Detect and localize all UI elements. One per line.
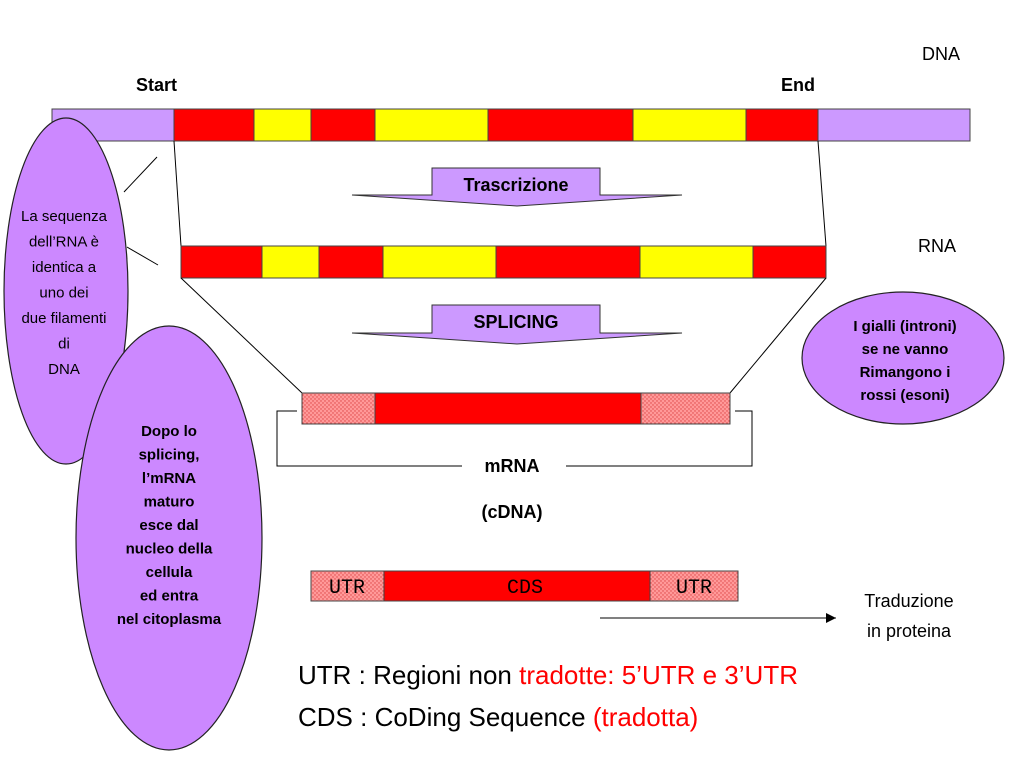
rna-intron-3 (639, 245, 754, 279)
dna-flank-right (817, 108, 971, 142)
export-line-0: Dopo lo (141, 423, 197, 440)
export-line-8: nel citoplasma (117, 611, 222, 628)
mrna-label: mRNA (484, 456, 539, 476)
dna-bar (51, 108, 971, 142)
export-line-4: esce dal (139, 517, 198, 534)
introns_exons-line-1: se ne vanno (862, 341, 949, 358)
start-label: Start (136, 75, 177, 95)
transcription-label: Trascrizione (463, 175, 568, 195)
introns_exons-line-3: rossi (esoni) (860, 387, 949, 404)
dna-intron-3 (632, 108, 747, 142)
mrna-utr-left (301, 392, 376, 425)
rna_identity-line-4: due filamenti (21, 310, 106, 327)
dna-intron-1 (253, 108, 312, 142)
dna-label: DNA (922, 44, 960, 64)
connector-dna-rna-right (817, 140, 827, 247)
rna-intron-1 (261, 245, 320, 279)
legend-cds-highlight: (tradotta) (592, 702, 699, 732)
splicing-arrow: SPLICING (351, 304, 683, 345)
connector-rna-mrna-right (729, 277, 827, 394)
utr-cds-bar: UTR CDS UTR (310, 570, 739, 602)
export-line-7: ed entra (140, 588, 199, 605)
export-line-1: splicing, (139, 447, 200, 464)
export-line-6: cellula (146, 564, 193, 581)
mrna-utr-right (640, 392, 731, 425)
rna_identity-line-1: dell’RNA è (29, 234, 99, 251)
dna-intron-2 (374, 108, 489, 142)
end-label: End (781, 75, 815, 95)
rna_identity-line-2: identica a (32, 259, 97, 276)
splicing-label: SPLICING (473, 312, 558, 332)
cdna-label: (cDNA) (482, 502, 543, 522)
rna_identity-line-3: uno dei (39, 285, 88, 302)
export-line-3: maturo (144, 494, 195, 511)
translation-label-line2: in proteina (867, 621, 952, 641)
utr-left-label: UTR (329, 577, 365, 600)
connector-dna-rna-left (173, 140, 182, 247)
bubble-export: Dopo lo splicing, l’mRNA maturo esce dal nucl… (75, 325, 263, 751)
translation-arrow (600, 613, 836, 623)
introns_exons-line-2: Rimangono i (860, 364, 951, 381)
export-line-5: nucleo della (126, 541, 213, 558)
mrna-bracket (276, 410, 753, 467)
connector-rna-mrna-left (180, 277, 303, 394)
utr-left-region (310, 570, 385, 602)
legend-utr-highlight: tradotte: 5’UTR e 3’UTR (519, 660, 798, 690)
rna_identity-line-6: DNA (48, 361, 80, 378)
bubble-pointer-rna (126, 246, 159, 266)
rna_identity-line-0: La sequenza (21, 208, 108, 225)
mrna-bar (301, 392, 731, 425)
legend-cds-prefix: CDS : CoDing Sequence (298, 702, 593, 732)
cds-label: CDS (507, 577, 543, 600)
rna-label: RNA (918, 236, 956, 256)
bubble-pointer-dna (123, 156, 158, 193)
rna_identity-line-5: di (58, 336, 70, 353)
export-line-2: l’mRNA (142, 470, 196, 487)
legend-utr-prefix: UTR : Regioni non (298, 660, 520, 690)
introns_exons-line-0: I gialli (introni) (853, 318, 956, 335)
legend-utr: UTR : Regioni non tradotte: 5’UTR e 3’UT… (298, 660, 798, 691)
utr-right-label: UTR (676, 577, 712, 600)
rna-bar (180, 245, 827, 279)
legend-cds: CDS : CoDing Sequence (tradotta) (298, 702, 698, 733)
bubble-rna-identity: La sequenza dell’RNA è identica a uno dei du… (3, 117, 129, 465)
transcription-arrow: Trascrizione (351, 167, 683, 207)
utr-right-region (649, 570, 739, 602)
translation-label-line1: Traduzione (864, 591, 953, 611)
rna-intron-2 (382, 245, 497, 279)
